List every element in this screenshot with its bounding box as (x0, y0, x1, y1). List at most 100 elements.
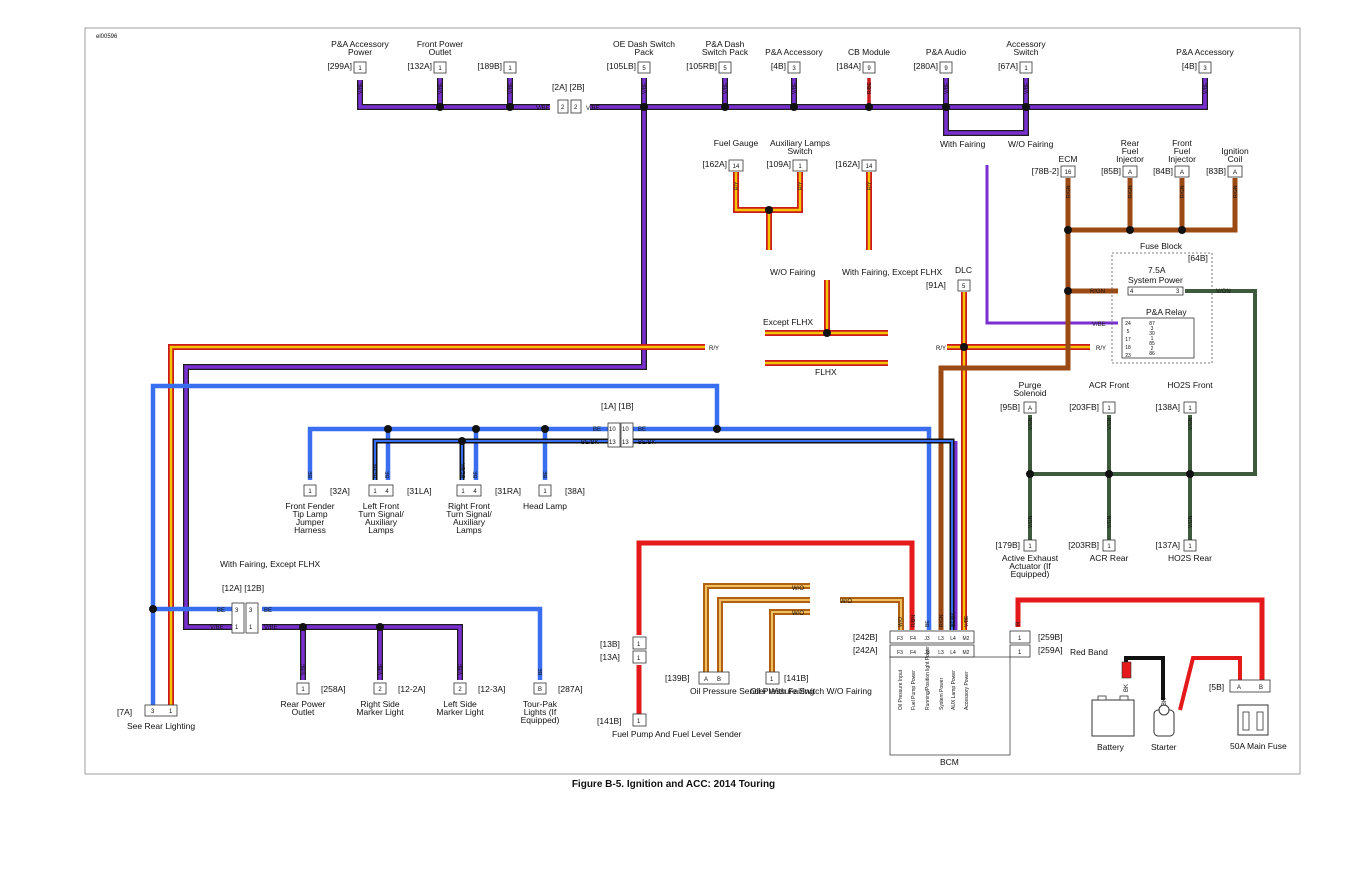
connector-pin: 1 (1024, 66, 1028, 72)
rear-name: Right Side (360, 699, 399, 709)
ecm-name: Injector (1116, 154, 1144, 164)
splice-1: [1A] [1B] 10 10 13 13 BE BE/BK BE BE/BK (581, 401, 656, 448)
splice-12-wire-vbe: V/BE (210, 625, 224, 631)
wire-label: V/BE (438, 82, 444, 94)
oil-switch-pin: 1 (770, 677, 774, 683)
bcm-wire: BE/BK (951, 612, 957, 627)
splice-1-pin-4: 13 (622, 440, 629, 446)
lighting-name: Right Front (448, 501, 491, 511)
bcm-wire: W/O (898, 617, 904, 627)
splice-2-id: [2A] [2B] (552, 82, 585, 92)
relay-wire-vbe: V/BE (1092, 322, 1106, 328)
splice-2-pin-a: 2 (561, 105, 565, 111)
splice-2-pin-b: 2 (574, 105, 578, 111)
rear-name: Lights (If (524, 707, 557, 717)
rear-lighting-name: See Rear Lighting (127, 721, 195, 731)
power-pin-a: 1 (1018, 650, 1022, 656)
oil-group: [139B] A B Oil Pressure Sender With Fair… (665, 586, 872, 696)
splice-1-pin-2: 10 (622, 427, 629, 433)
rear-id: [12-2A] (398, 684, 425, 694)
connector-id: [184A] (836, 61, 861, 71)
connector-id: [4B] (1182, 61, 1197, 71)
battery-label: Battery (1097, 742, 1125, 752)
ecm-pin: 16 (1065, 170, 1072, 176)
sensor-pin: 1 (1107, 544, 1111, 550)
fuse-wire-out: V/GN (1216, 289, 1231, 295)
red-band-marker (1121, 661, 1132, 679)
wire-label: V/GN (1028, 417, 1034, 430)
rear-pin: 2 (458, 687, 462, 693)
fuel-pump-13a-id: [13A] (600, 652, 620, 662)
wire-label: BE/BK (373, 463, 379, 478)
bcm-function: Fuel Pump Power (911, 670, 917, 710)
splice-12-wire-be: BE (217, 608, 225, 614)
fuse-block-id: [64B] (1188, 253, 1208, 263)
splice-12-title-1: With Fairing, Except FLHX (220, 559, 320, 569)
fuel-pump-13b-pin: 1 (637, 642, 641, 648)
lighting-name: Harness (294, 525, 326, 535)
bcm-wire: R/GN (939, 614, 945, 627)
splice-12-pin-1: 3 (235, 608, 239, 614)
wire-label: BE (385, 471, 391, 478)
ecm-name: Rear (1121, 138, 1140, 148)
bcm-pin-a: M2 (963, 650, 970, 656)
fuse-block-title: Fuse Block (1140, 241, 1183, 251)
connector-pin: 9 (867, 66, 871, 72)
lighting-name: Auxiliary (365, 517, 398, 527)
gauge-connector: [162A]14R/Y (835, 159, 877, 190)
sensor-id: [203FB] (1069, 402, 1099, 412)
wire-label: R/GN (1128, 185, 1134, 198)
wire-label: V/BE (1203, 82, 1209, 94)
wire-label: R/Y (734, 181, 740, 190)
relay-pin-left: 17 (1125, 337, 1131, 343)
ecm-name: Fuel (1174, 146, 1191, 156)
top-connector: P&A Accessory[4B]3V/BE (765, 47, 823, 94)
main-fuse-icon (1237, 704, 1269, 736)
wo-label-1: W/O (792, 586, 804, 592)
fuel-pump-name: Fuel Pump And Fuel Level Sender (612, 729, 742, 739)
bcm-function: Accessory Power (964, 671, 970, 710)
bcm-pin-b: L4 (950, 636, 956, 642)
connector-name: Power (348, 47, 372, 57)
power-group: [259B] [259A] 1 1 Red Band Battery Start… (1009, 621, 1287, 752)
gauge-id: [109A] (766, 159, 791, 169)
lighting-name: Front Fender (285, 501, 334, 511)
relay-pin-right: 87 (1149, 321, 1155, 327)
sensor-name: Equipped) (1011, 569, 1050, 579)
gauge-pin: 1 (798, 164, 802, 170)
splice-2: [2A] [2B] 2 2 V/BE V/BE (536, 82, 600, 114)
ecm-id: [78B-2] (1032, 166, 1059, 176)
wo-wires (703, 583, 904, 675)
fuse-pin-3: 3 (1176, 289, 1180, 295)
rear-lighting-pin-1: 1 (169, 709, 173, 715)
wire-label: R/GN (1066, 185, 1072, 198)
ecm-name: Front (1172, 138, 1192, 148)
power-id-a: [259A] (1038, 645, 1063, 655)
connector-pin: 1 (438, 66, 442, 72)
rear-pin: B (538, 687, 542, 693)
ecm-id: [83B] (1206, 166, 1226, 176)
bcm-pin-a: J3 (924, 650, 930, 656)
splice-12-wire-be-r: BE (264, 608, 272, 614)
connector-name: CB Module (848, 47, 890, 57)
bcm-pin-b: F4 (910, 636, 916, 642)
power-pin-b: 1 (1018, 636, 1022, 642)
ry-label-left: R/Y (709, 346, 719, 352)
connector-name: Switch Pack (702, 47, 749, 57)
lighting-id: [32A] (330, 486, 350, 496)
sensor-name: ACR Front (1089, 380, 1130, 390)
wire-label: V/BE (508, 82, 514, 94)
bcm-wire: R/BN (911, 615, 917, 627)
sensor-id: [95B] (1000, 402, 1020, 412)
wire-label: V/BE (642, 82, 648, 94)
